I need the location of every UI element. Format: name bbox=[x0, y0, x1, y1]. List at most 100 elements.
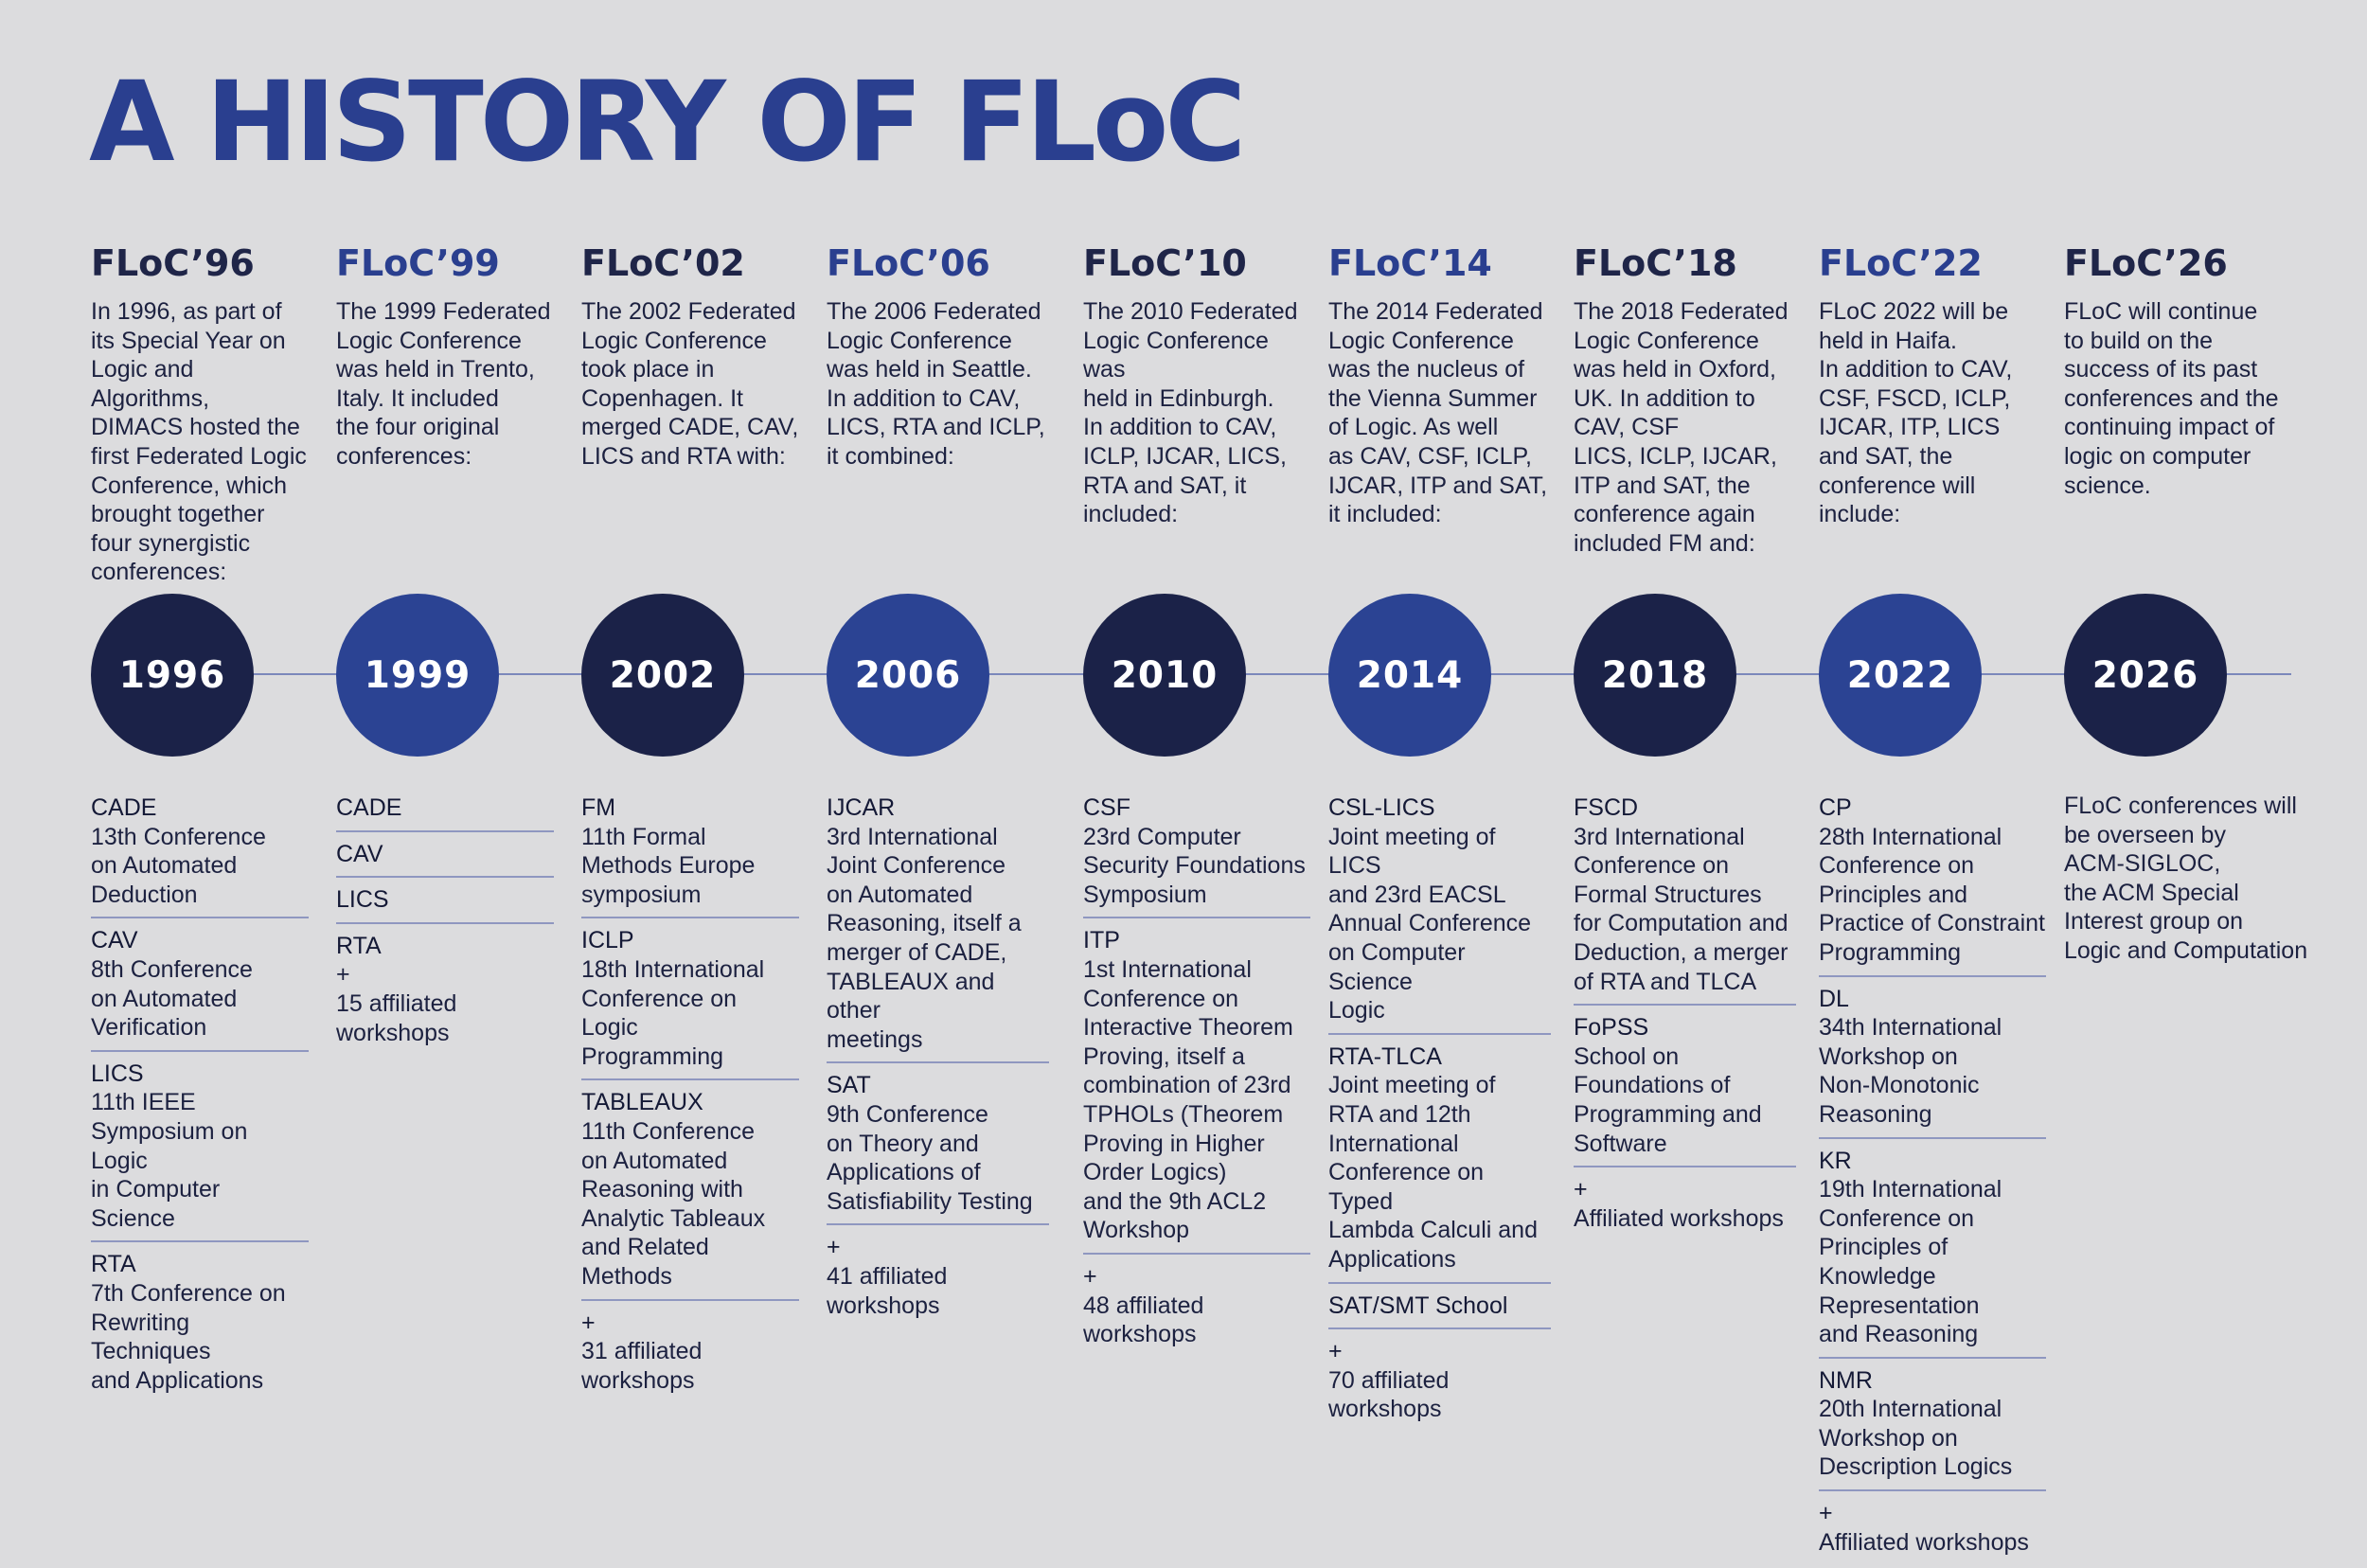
conference-entry: CADE bbox=[336, 792, 554, 832]
conference-name: LICS bbox=[91, 1060, 144, 1087]
conference-name: CAV bbox=[336, 840, 383, 867]
year-circle-2006: 2006 bbox=[827, 594, 989, 757]
conference-name: DL bbox=[1819, 985, 1849, 1012]
conference-name: FoPSS bbox=[1574, 1014, 1649, 1042]
conference-description: 19th International Conference on Princip… bbox=[1819, 1176, 2002, 1348]
era-title: FLoC’22 bbox=[1819, 242, 1983, 284]
conference-entry: +48 affiliated workshops bbox=[1083, 1260, 1310, 1357]
conference-name: RTA-TLCA bbox=[1328, 1042, 1442, 1070]
conference-name: IJCAR bbox=[827, 794, 896, 821]
era-intro: The 1999 Federated Logic Conference was … bbox=[336, 298, 551, 470]
conference-entry: +Affiliated workshops bbox=[1819, 1497, 2046, 1564]
conference-name: + bbox=[827, 1234, 841, 1261]
conference-description: 41 affiliated workshops bbox=[827, 1262, 948, 1319]
conference-description: 20th International Workshop on Descripti… bbox=[1819, 1396, 2013, 1481]
year-circle-1996: 1996 bbox=[91, 594, 254, 757]
conference-name: CAV bbox=[91, 927, 138, 954]
era-title: FLoC’06 bbox=[827, 242, 990, 284]
conference-name: FM bbox=[581, 794, 616, 821]
year-circle-2002: 2002 bbox=[581, 594, 744, 757]
page-title: A HISTORY OF FLoC bbox=[89, 57, 1246, 187]
conference-entry: +31 affiliated workshops bbox=[581, 1307, 799, 1403]
era-intro: The 2006 Federated Logic Conference was … bbox=[827, 298, 1045, 470]
conference-name: CADE bbox=[91, 794, 157, 821]
conference-description: + 15 affiliated workshops bbox=[336, 961, 457, 1046]
conference-description: Affiliated workshops bbox=[1819, 1528, 2029, 1556]
conference-name: RTA bbox=[91, 1251, 136, 1278]
conference-name: RTA bbox=[336, 932, 382, 959]
era-title: FLoC’18 bbox=[1574, 242, 1737, 284]
conference-entry: +70 affiliated workshops bbox=[1328, 1335, 1551, 1432]
era-title: FLoC’99 bbox=[336, 242, 500, 284]
conference-description: 48 affiliated workshops bbox=[1083, 1292, 1204, 1348]
conference-name: SAT bbox=[827, 1072, 871, 1099]
conference-description: 11th Conference on Automated Reasoning w… bbox=[581, 1117, 766, 1290]
year-circle-2014: 2014 bbox=[1328, 594, 1491, 757]
conference-description: 28th International Conference on Princip… bbox=[1819, 823, 2045, 966]
era-intro: The 2014 Federated Logic Conference was … bbox=[1328, 298, 1548, 528]
era-intro: In 1996, as part of its Special Year on … bbox=[91, 298, 307, 586]
year-circle-2010: 2010 bbox=[1083, 594, 1246, 757]
conference-description: 3rd International Joint Conference on Au… bbox=[827, 823, 1022, 1053]
conference-entry: LICS bbox=[336, 883, 554, 924]
conference-name: SAT/SMT School bbox=[1328, 1292, 1508, 1319]
conference-entry: +Affiliated workshops bbox=[1574, 1173, 1796, 1240]
conference-name: LICS bbox=[336, 886, 389, 914]
era-title: FLoC’10 bbox=[1083, 242, 1247, 284]
conference-name: + bbox=[1328, 1338, 1343, 1365]
conference-name: TABLEAUX bbox=[581, 1089, 703, 1116]
conference-description: Joint meeting of LICS and 23rd EACSL Ann… bbox=[1328, 823, 1532, 1025]
conference-description: 70 affiliated workshops bbox=[1328, 1366, 1450, 1423]
conference-entry: +41 affiliated workshops bbox=[827, 1231, 1049, 1327]
conference-description: Joint meeting of RTA and 12th Internatio… bbox=[1328, 1072, 1538, 1273]
conference-name: NMR bbox=[1819, 1366, 1873, 1394]
era-details: FLoC conferences will be overseen by ACM… bbox=[2064, 792, 2329, 966]
conference-description: School on Foundations of Programming and… bbox=[1574, 1042, 1762, 1157]
era-intro: FLoC will continue to build on the succe… bbox=[2064, 298, 2279, 499]
conference-entry: RTA+ 15 affiliated workshops bbox=[336, 930, 554, 1055]
year-circle-2026: 2026 bbox=[2064, 594, 2227, 757]
conference-description: 1st International Conference on Interact… bbox=[1083, 955, 1293, 1244]
conference-name: + bbox=[581, 1309, 596, 1336]
year-circle-2018: 2018 bbox=[1574, 594, 1736, 757]
conference-description: 7th Conference on Rewriting Techniques a… bbox=[91, 1279, 286, 1394]
era-intro: The 2010 Federated Logic Conference was … bbox=[1083, 298, 1298, 528]
conference-description: 11th IEEE Symposium on Logic in Computer… bbox=[91, 1089, 248, 1232]
conference-name: KR bbox=[1819, 1147, 1852, 1174]
era-note: FLoC conferences will be overseen by ACM… bbox=[2064, 793, 2308, 964]
conference-name: CSF bbox=[1083, 794, 1130, 821]
era-intro: The 2002 Federated Logic Conference took… bbox=[581, 298, 799, 470]
conference-name: ICLP bbox=[581, 927, 634, 954]
conference-description: 23rd Computer Security Foundations Sympo… bbox=[1083, 823, 1306, 908]
conference-name: CSL-LICS bbox=[1328, 794, 1435, 821]
conference-description: Affiliated workshops bbox=[1574, 1204, 1784, 1232]
conference-description: 18th International Conference on Logic P… bbox=[581, 955, 765, 1070]
conference-name: ITP bbox=[1083, 927, 1120, 954]
era-title: FLoC’14 bbox=[1328, 242, 1492, 284]
era-title: FLoC’26 bbox=[2064, 242, 2228, 284]
conference-description: 8th Conference on Automated Verification bbox=[91, 955, 253, 1042]
conference-name: + bbox=[1083, 1262, 1097, 1290]
era-details: CADE CAV LICS RTA+ 15 affiliated workshops bbox=[336, 792, 554, 1060]
era-intro: FLoC 2022 will be held in Haifa. In addi… bbox=[1819, 298, 2013, 528]
conference-description: 11th Formal Methods Europe symposium bbox=[581, 823, 756, 908]
conference-description: 3rd International Conference on Formal S… bbox=[1574, 823, 1789, 995]
